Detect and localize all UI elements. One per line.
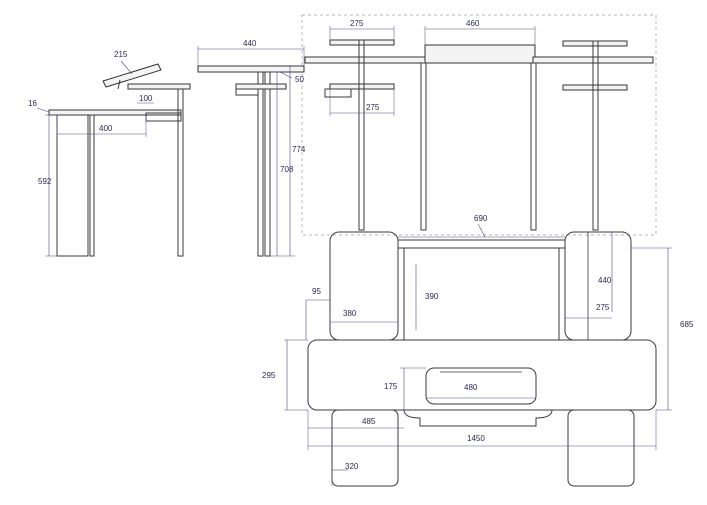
- plan-inner-walls: [403, 248, 560, 340]
- dimension-lines: [36, 26, 672, 486]
- dim-215-label: 215: [114, 50, 128, 59]
- dim-16-label: 16: [28, 99, 37, 108]
- dim-708-label: 708: [280, 165, 294, 174]
- plan-view: [307, 231, 657, 487]
- dim-295-label: 295: [262, 371, 276, 380]
- dim-95-label: 95: [312, 287, 321, 296]
- dim-16-line: [36, 107, 50, 113]
- dim-50-label: 50: [295, 75, 304, 84]
- dim-480-label: 480: [464, 383, 478, 392]
- plan-cutout: [403, 409, 553, 427]
- elev-shelf-lower-left: [329, 83, 395, 90]
- elev-shelf-upper-left: [329, 39, 395, 46]
- tall-desk-shelf: [235, 83, 287, 90]
- tall-desk-drawer: [235, 88, 259, 96]
- dim-400-label: 400: [99, 124, 113, 133]
- elev-top-left: [304, 56, 428, 64]
- dim-460-label: 460: [466, 19, 480, 28]
- dim-690-label: 690: [474, 214, 488, 223]
- plan-back-rail: [398, 239, 565, 249]
- elev-drawer: [324, 88, 352, 98]
- dim-485-label: 485: [362, 417, 376, 426]
- dim-100-label: 100: [139, 94, 153, 103]
- elev-post-2: [420, 62, 427, 231]
- dim-275top-label: 275: [350, 19, 364, 28]
- dim-390-label: 390: [425, 292, 439, 301]
- dim-1450-label: 1450: [467, 434, 485, 443]
- dim-774-label: 774: [292, 145, 306, 154]
- dim-685-label: 685: [680, 320, 694, 329]
- elev-post-4: [592, 40, 599, 231]
- plan-pedestal-right: [567, 409, 635, 487]
- dim-175-label: 175: [384, 382, 398, 391]
- plan-drawer-unit: [425, 367, 537, 405]
- tall-desk-top: [197, 65, 305, 73]
- elev-shelf-lower-right: [562, 84, 628, 91]
- tall-desk-leg-b: [264, 71, 271, 257]
- front-elevation: [304, 39, 654, 231]
- dim-440plan-label: 440: [598, 276, 612, 285]
- dim-320-label: 320: [345, 462, 359, 471]
- side-view-tall-desk: [197, 65, 305, 257]
- dim-690-leader: [477, 223, 486, 238]
- dim-215-line: [120, 60, 133, 75]
- dim-592-label: 592: [38, 177, 52, 186]
- dimension-labels: 16 215 100 400 592 440 50 708 774 275 46…: [28, 19, 694, 471]
- desk-leg-front: [89, 114, 95, 257]
- side-view-desk: [48, 63, 191, 257]
- dim-275mid-label: 275: [366, 103, 380, 112]
- dim-275plan-label: 275: [596, 303, 610, 312]
- dim-380-label: 380: [343, 309, 357, 318]
- plan-pedestal-left: [331, 409, 399, 487]
- elev-post-3: [530, 62, 537, 231]
- elev-top-center: [424, 44, 536, 64]
- tilted-board: [102, 63, 162, 88]
- elev-post-1: [358, 39, 365, 231]
- plan-main-desk: [307, 339, 657, 411]
- phantom-outline: [301, 14, 657, 236]
- dim-440-label: 440: [243, 39, 257, 48]
- board-support: [117, 79, 121, 90]
- elev-shelf-upper-right: [562, 40, 628, 47]
- desk-upper-shelf: [127, 83, 191, 90]
- tall-desk-leg-a: [257, 71, 264, 257]
